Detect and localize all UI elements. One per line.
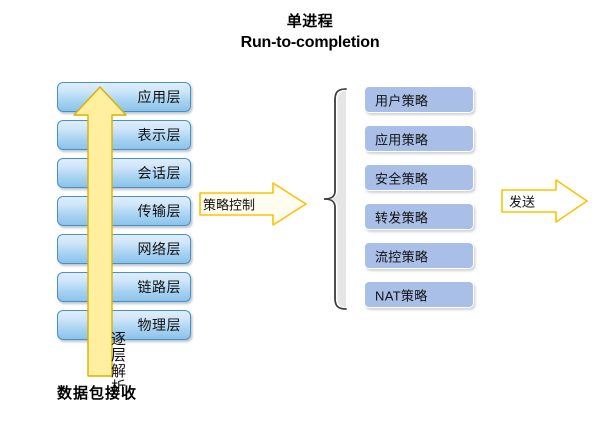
osi-layer-label: 应用层 bbox=[137, 89, 181, 105]
policy-box-user[interactable]: 用户策略 bbox=[364, 86, 474, 113]
left-curly-brace-icon bbox=[323, 88, 347, 310]
up-arrow: 逐层解析 bbox=[72, 85, 128, 395]
send-arrow-label: 发送 bbox=[509, 194, 536, 210]
policy-control-arrow[interactable]: 策略控制 bbox=[199, 181, 308, 227]
osi-layer-box-session[interactable]: 会话层 bbox=[57, 158, 191, 188]
policy-box-label: 应用策略 bbox=[375, 132, 429, 147]
osi-layer-box-datalink[interactable]: 链路层 bbox=[57, 272, 191, 302]
policy-control-arrow-label: 策略控制 bbox=[203, 197, 256, 213]
policy-box-label: 安全策略 bbox=[375, 171, 429, 186]
title-line-english: Run-to-completion bbox=[240, 34, 380, 51]
policy-box-forwarding[interactable]: 转发策略 bbox=[364, 203, 474, 230]
osi-layer-label: 会话层 bbox=[137, 165, 181, 181]
policy-box-flow-control[interactable]: 流控策略 bbox=[364, 242, 474, 269]
osi-layer-label: 物理层 bbox=[137, 317, 181, 333]
right-arrow-icon bbox=[199, 182, 307, 226]
title-line-chinese: 单进程 bbox=[286, 13, 334, 30]
bottom-caption: 数据包接收 bbox=[57, 385, 138, 402]
osi-layer-label: 表示层 bbox=[137, 127, 181, 143]
policy-box-label: NAT策略 bbox=[375, 288, 428, 303]
osi-layer-box-physical[interactable]: 物理层 bbox=[57, 310, 191, 340]
osi-layer-label: 传输层 bbox=[137, 203, 181, 219]
osi-layer-box-network[interactable]: 网络层 bbox=[57, 234, 191, 264]
right-arrow-icon bbox=[501, 179, 588, 223]
osi-layer-label: 网络层 bbox=[137, 241, 181, 257]
up-arrow-icon bbox=[73, 86, 127, 377]
policy-box-label: 转发策略 bbox=[375, 210, 429, 225]
osi-layer-box-application[interactable]: 应用层 bbox=[57, 82, 191, 112]
policy-box-application[interactable]: 应用策略 bbox=[364, 125, 474, 152]
osi-layer-box-presentation[interactable]: 表示层 bbox=[57, 120, 191, 150]
osi-layer-stack: 应用层 表示层 会话层 传输层 网络层 链路层 物理层 bbox=[57, 82, 193, 346]
diagram-title: 单进程 Run-to-completion bbox=[150, 12, 470, 53]
policy-box-security[interactable]: 安全策略 bbox=[364, 164, 474, 191]
osi-layer-box-transport[interactable]: 传输层 bbox=[57, 196, 191, 226]
osi-layer-label: 链路层 bbox=[137, 279, 181, 295]
policy-box-label: 用户策略 bbox=[375, 93, 429, 108]
policy-box-nat[interactable]: NAT策略 bbox=[364, 281, 474, 308]
policy-box-label: 流控策略 bbox=[375, 249, 429, 264]
policy-group-brace bbox=[322, 86, 348, 312]
policy-box-stack: 用户策略 应用策略 安全策略 转发策略 流控策略 NAT策略 bbox=[364, 86, 476, 312]
send-arrow[interactable]: 发送 bbox=[501, 178, 589, 224]
up-arrow-label: 逐层解析 bbox=[109, 331, 126, 395]
